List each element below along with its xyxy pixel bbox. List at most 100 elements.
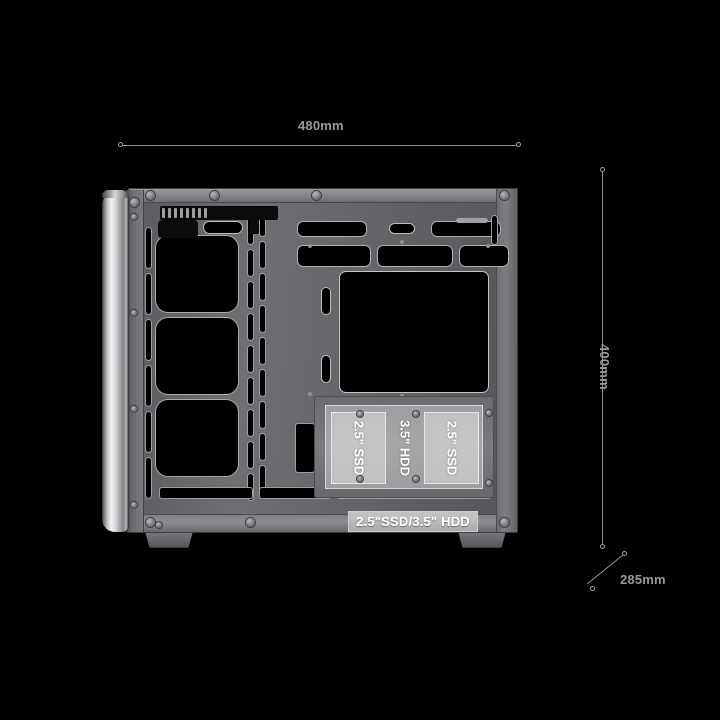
vent-slot xyxy=(260,338,265,364)
io-contact xyxy=(192,208,195,218)
io-cable-channel xyxy=(250,216,259,234)
drive-slot-right-label: 2.5" SSD xyxy=(444,420,459,476)
fan-mount-cutout-bottom xyxy=(156,400,238,476)
vent-slot xyxy=(248,474,253,500)
bottom-vent-slot-left xyxy=(160,488,252,498)
drive-slot-left-label: 2.5" SSD xyxy=(351,420,366,476)
cable-routing-cutout-side-upper xyxy=(322,288,330,314)
drive-cage-screw xyxy=(413,411,419,417)
chassis-bottom-screw xyxy=(246,518,255,527)
front-bezel-strip xyxy=(126,190,144,532)
io-contact xyxy=(162,208,165,218)
drive-cage-highlight: 2.5" SSD 3.5" HDD 2.5" SSD xyxy=(325,405,483,489)
cable-routing-cutout-top-left xyxy=(298,222,366,236)
vent-slot xyxy=(260,466,265,492)
front-panel-column-cap xyxy=(102,190,128,198)
vent-slot xyxy=(260,210,265,236)
depth-dimension-label: 285mm xyxy=(620,572,666,587)
vent-slot xyxy=(146,228,151,268)
vent-slot xyxy=(248,442,253,468)
height-dimension-label: 400mm xyxy=(597,344,612,390)
vent-slot xyxy=(146,274,151,314)
cable-routing-cutout-top-center xyxy=(390,224,414,233)
top-io-recess xyxy=(160,206,278,220)
motherboard-standoff xyxy=(308,244,312,248)
io-contact xyxy=(174,208,177,218)
width-dimension-end-marker xyxy=(516,142,521,147)
bottom-vent-slot-center xyxy=(260,488,330,498)
bezel-mount-screw xyxy=(131,310,137,316)
tray-highlight-edge xyxy=(456,218,488,223)
vent-slot xyxy=(248,250,253,276)
drive-slot-left: 2.5" SSD xyxy=(331,412,386,484)
cable-routing-cutout-mid-center xyxy=(378,246,452,266)
width-dimension-start-marker xyxy=(118,142,123,147)
cable-routing-cutout-mid-left xyxy=(298,246,370,266)
drive-slot-center-label: 3.5" HDD xyxy=(397,419,413,477)
cpu-backplate-cutout xyxy=(340,272,488,392)
chassis-top-rail xyxy=(130,189,516,203)
vent-slot xyxy=(260,402,265,428)
chassis-corner-screw xyxy=(500,518,509,527)
cable-routing-cutout-mid-right xyxy=(460,246,508,266)
vent-slot xyxy=(248,314,253,340)
vent-slot xyxy=(260,434,265,460)
drive-cage-mount-screw xyxy=(486,410,492,416)
height-dimension-line xyxy=(602,172,603,546)
height-dimension-start-marker xyxy=(600,167,605,172)
depth-dimension-end-marker xyxy=(590,586,595,591)
rear-vent-slot xyxy=(492,216,497,244)
width-dimension-label: 480mm xyxy=(298,118,344,133)
depth-dimension-start-marker xyxy=(622,551,627,556)
io-contact xyxy=(168,208,171,218)
motherboard-standoff xyxy=(486,244,490,248)
height-dimension-end-marker xyxy=(600,544,605,549)
vent-slot xyxy=(146,412,151,452)
drive-cage-screw xyxy=(413,476,419,482)
bezel-mount-screw xyxy=(131,214,137,220)
vent-slot xyxy=(260,242,265,268)
vent-slot xyxy=(248,410,253,436)
io-contact xyxy=(180,208,183,218)
chassis-corner-screw xyxy=(146,518,155,527)
fan-mount-cutout-top xyxy=(156,236,238,312)
chassis-rear-rail xyxy=(496,189,516,532)
drive-cage-screw xyxy=(357,411,363,417)
vent-slot xyxy=(146,366,151,406)
bezel-mount-screw xyxy=(131,502,137,508)
io-contact xyxy=(204,208,207,218)
case-foot-rear xyxy=(458,532,506,548)
fan-mount-cutout-middle xyxy=(156,318,238,394)
drive-cage-frame xyxy=(314,396,494,498)
chassis-top-screw xyxy=(210,191,219,200)
vent-slot xyxy=(260,306,265,332)
psu-cable-slot xyxy=(296,424,314,472)
bezel-top-screw xyxy=(130,198,139,207)
drive-slot-right: 2.5" SSD xyxy=(424,412,479,484)
drive-cage-mount-screw xyxy=(486,480,492,486)
width-dimension-line xyxy=(122,145,518,146)
drive-bay-caption: 2.5"SSD/3.5" HDD xyxy=(348,511,478,532)
case-foot-front xyxy=(145,532,193,548)
drive-bay-caption-text: 2.5"SSD/3.5" HDD xyxy=(356,514,470,529)
vent-slot xyxy=(260,370,265,396)
motherboard-standoff xyxy=(400,240,404,244)
motherboard-standoff xyxy=(308,392,312,396)
drive-cage-screw xyxy=(357,476,363,482)
chassis-top-screw xyxy=(312,191,321,200)
chassis-corner-screw xyxy=(500,191,509,200)
pc-case-illustration: 2.5" SSD 3.5" HDD 2.5" SSD 2.5"SSD/3.5" … xyxy=(100,188,520,548)
vent-slot xyxy=(248,282,253,308)
cable-routing-cutout-top-right xyxy=(432,222,500,236)
vent-slot xyxy=(146,320,151,360)
front-io-bracket xyxy=(158,220,198,238)
front-panel-column xyxy=(102,192,128,532)
chassis-bottom-screw xyxy=(156,522,162,528)
drive-slot-center: 3.5" HDD xyxy=(389,412,421,484)
vent-slot xyxy=(248,378,253,404)
vent-slot xyxy=(260,274,265,300)
vent-slot xyxy=(248,346,253,372)
io-pass-through-slot xyxy=(204,222,242,233)
io-contact xyxy=(186,208,189,218)
